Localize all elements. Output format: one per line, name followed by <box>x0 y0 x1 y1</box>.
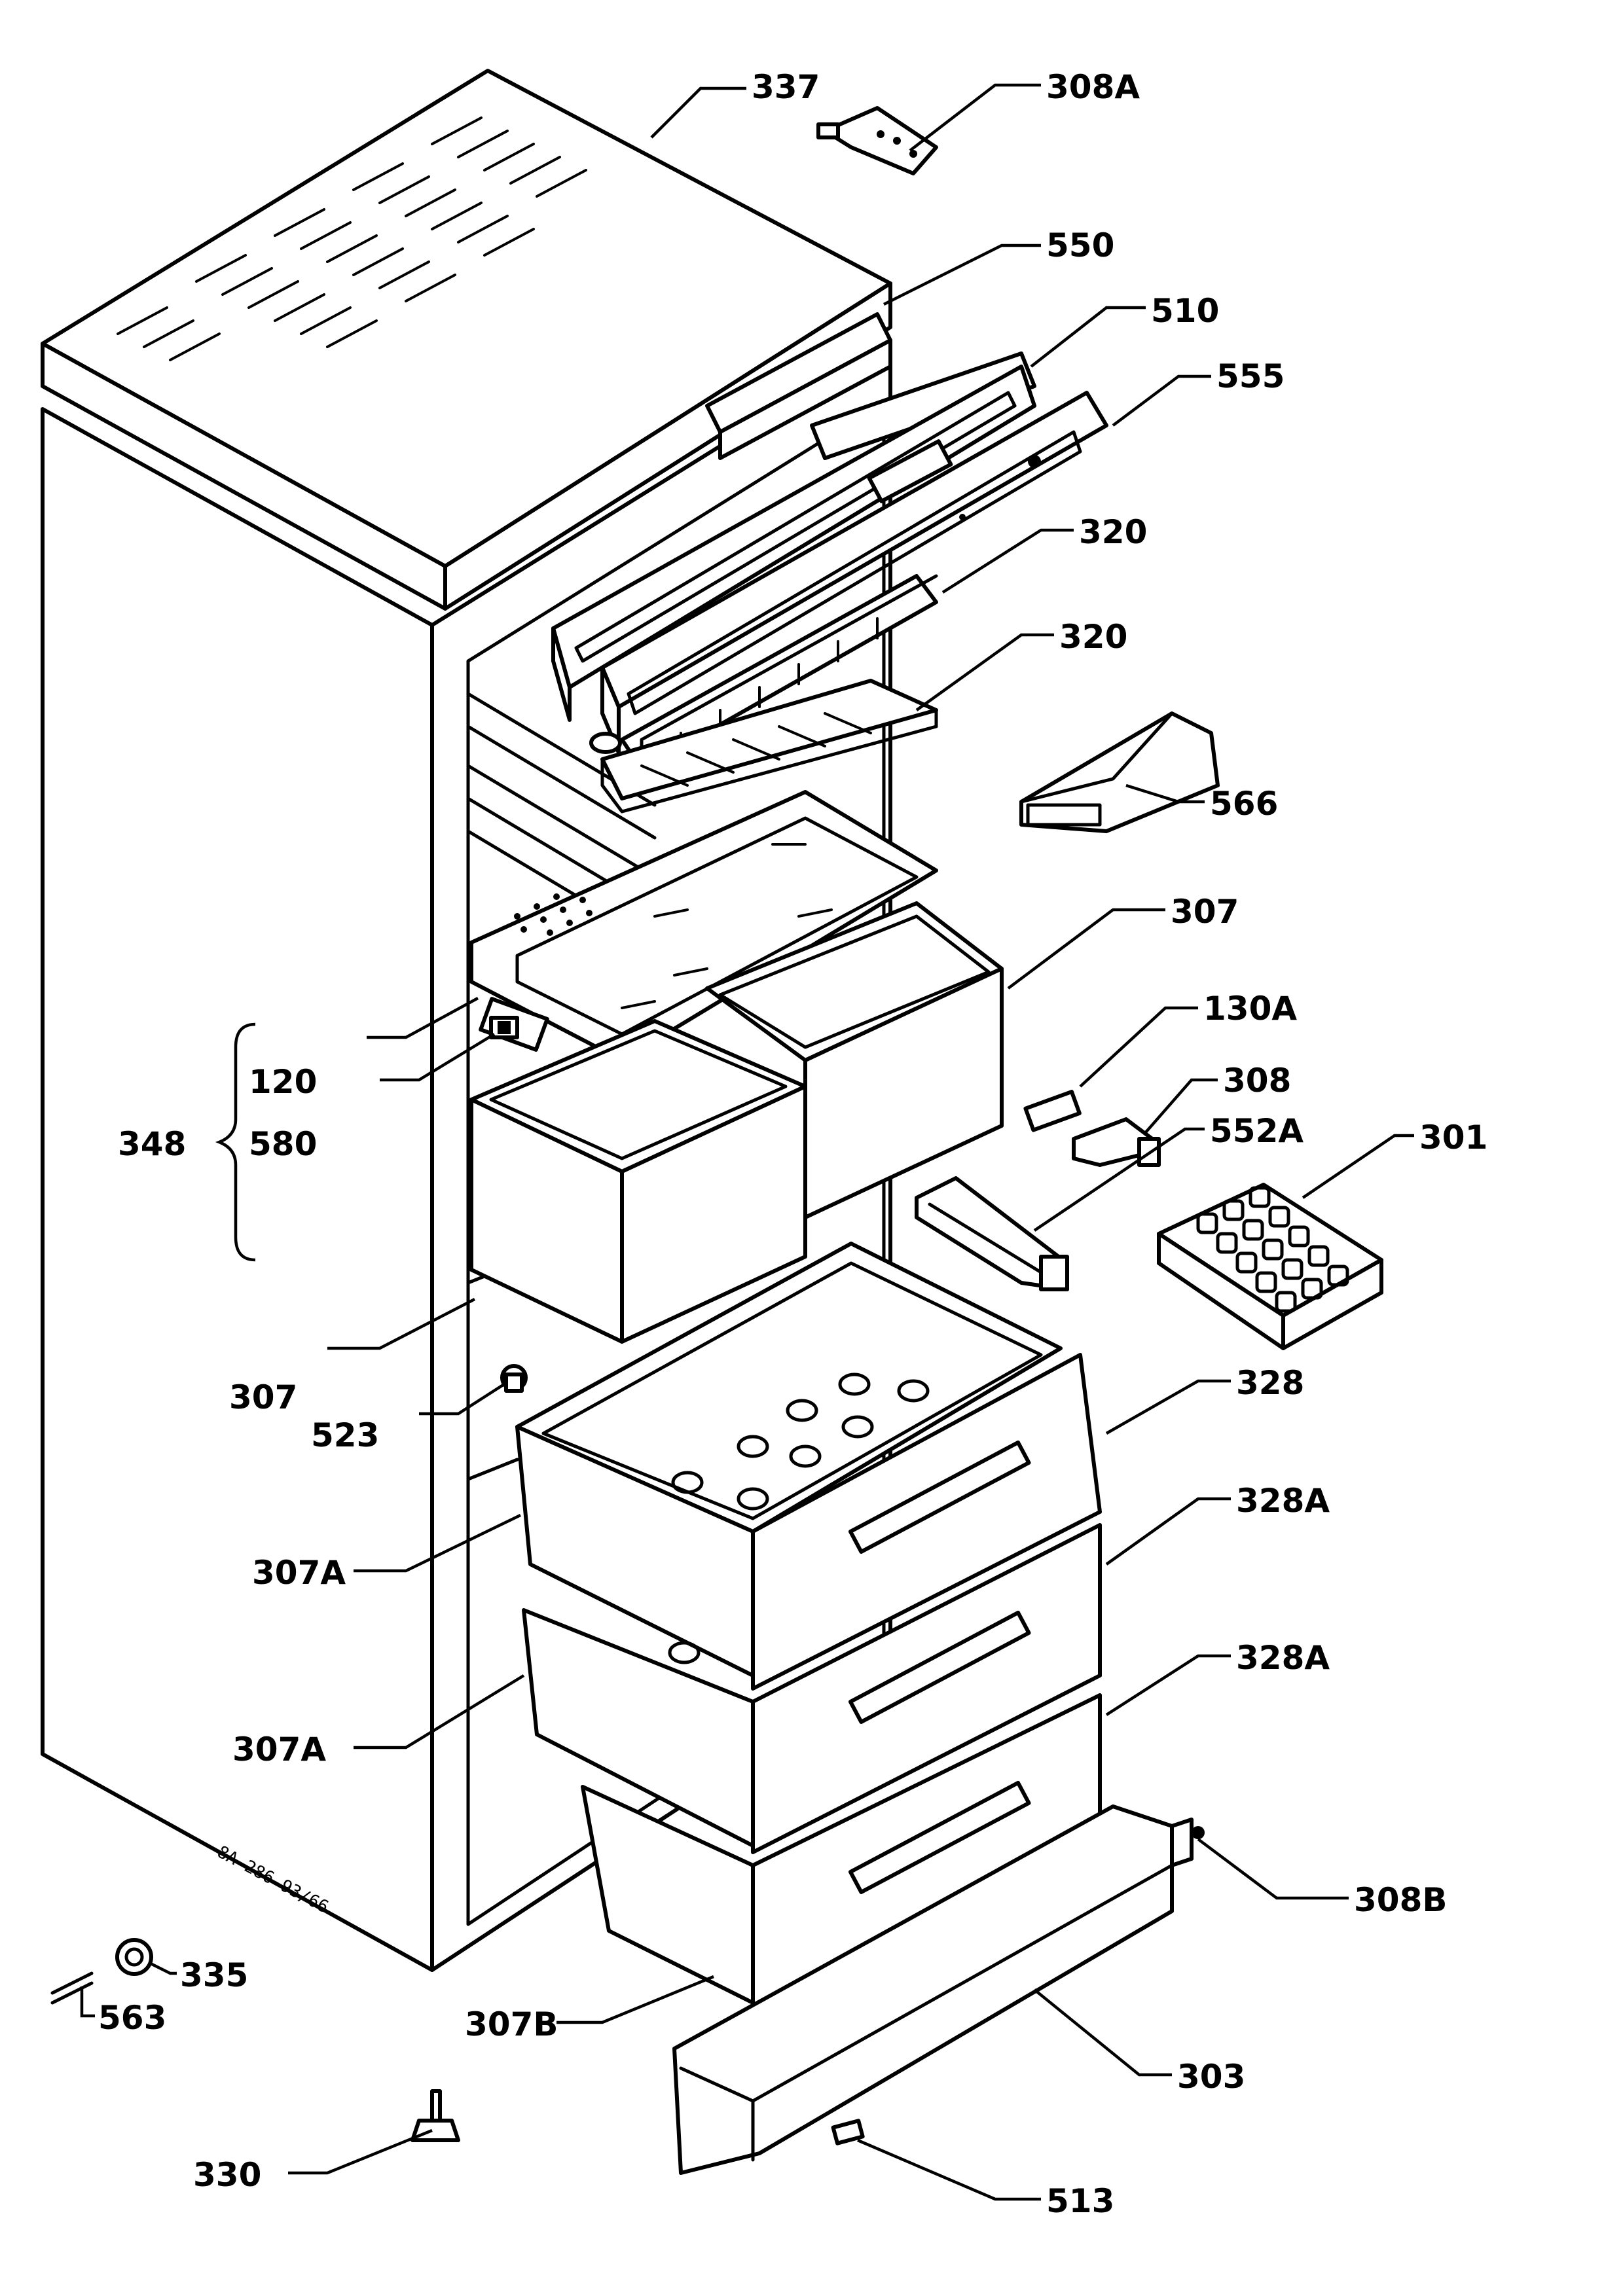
top-hinge <box>816 106 938 175</box>
light-cover-130A <box>1023 1090 1082 1132</box>
freezer-drawer-top <box>515 1242 1102 1691</box>
control-panel <box>551 351 1036 722</box>
shelf-lower <box>589 679 938 814</box>
label-320-upper: 320 <box>1079 513 1147 551</box>
part-labels: 337 308A 550 510 555 320 320 566 307 130… <box>98 68 1487 2220</box>
label-550: 550 <box>1046 226 1114 264</box>
ice-cube-tray <box>1157 1183 1383 1350</box>
label-335: 335 <box>180 1956 248 1994</box>
thermostat-housing <box>479 997 549 1052</box>
rail-552A <box>915 1176 1069 1291</box>
crisper-box-left <box>469 1019 807 1344</box>
top-vents <box>117 117 587 361</box>
label-308A: 308A <box>1046 68 1140 106</box>
clip-513 <box>831 2119 865 2145</box>
label-307-lower: 307 <box>229 1378 297 1416</box>
screw-523 <box>500 1364 528 1393</box>
label-552A: 552A <box>1210 1112 1304 1150</box>
label-307-top: 307 <box>1171 893 1239 931</box>
freezer-drawer-holes <box>671 1372 930 1511</box>
brace-348 <box>215 1022 256 1262</box>
label-328: 328 <box>1236 1364 1304 1402</box>
label-328A-upper: 328A <box>1236 1482 1330 1520</box>
plinth-303 <box>672 1804 1174 2175</box>
label-328A-lower: 328A <box>1236 1639 1330 1677</box>
label-348: 348 <box>118 1125 186 1163</box>
ice-cube-cells <box>1196 1186 1349 1313</box>
label-337: 337 <box>752 68 820 106</box>
freezer-drawer-middle <box>522 1523 1102 1854</box>
label-130A: 130A <box>1203 990 1297 1028</box>
label-308: 308 <box>1223 1062 1291 1100</box>
bracket-308 <box>1072 1117 1161 1167</box>
top-panel-side-edge <box>443 281 892 611</box>
egg-tray-part-566 <box>1019 711 1220 833</box>
freezer-drawer-bottom <box>581 1693 1102 2024</box>
pin-563 <box>50 1971 94 2005</box>
label-307A-upper: 307A <box>252 1554 346 1592</box>
door-seal-frame <box>705 312 892 460</box>
trim-bar <box>600 391 1108 755</box>
label-580: 580 <box>249 1125 317 1163</box>
crisper-box-right <box>705 901 1004 1219</box>
label-510: 510 <box>1151 292 1219 330</box>
label-307B: 307B <box>465 2005 558 2043</box>
label-566: 566 <box>1210 785 1278 823</box>
label-523: 523 <box>311 1416 379 1454</box>
adjustable-foot-330 <box>410 2089 460 2142</box>
leader-lines <box>80 83 1414 2201</box>
label-308B: 308B <box>1354 1881 1447 1919</box>
label-303: 303 <box>1177 2058 1245 2096</box>
label-307A-lower: 307A <box>232 1731 326 1768</box>
label-120: 120 <box>249 1063 317 1101</box>
roller-335 <box>115 1938 153 1976</box>
label-301: 301 <box>1419 1119 1487 1157</box>
label-555: 555 <box>1216 357 1285 395</box>
label-330: 330 <box>193 2156 261 2194</box>
label-513: 513 <box>1046 2182 1114 2220</box>
label-320-lower: 320 <box>1059 618 1127 656</box>
glass-shelf-vents <box>514 893 593 936</box>
label-563: 563 <box>98 1999 166 2037</box>
